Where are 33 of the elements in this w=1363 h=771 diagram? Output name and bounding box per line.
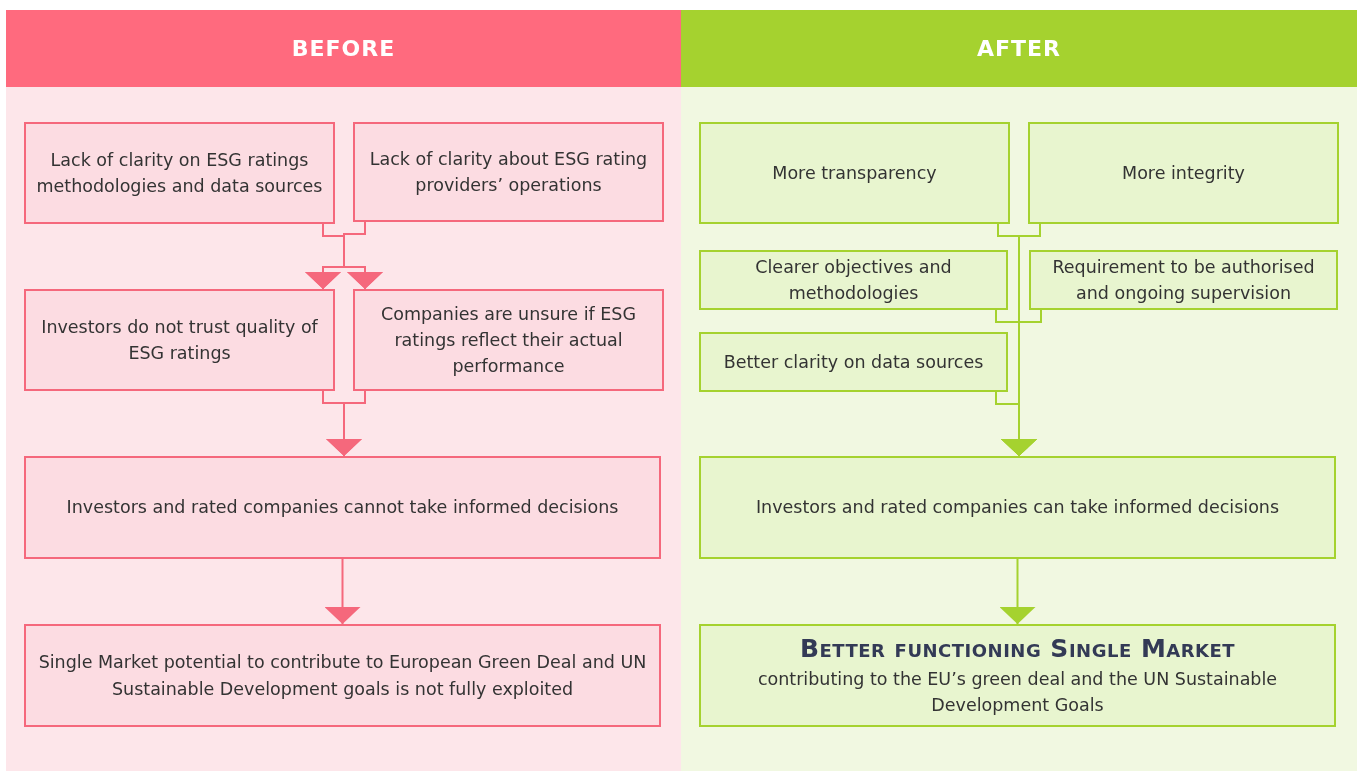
- statement-box: [24, 624, 661, 727]
- box-text: Clearer objectives and methodologies: [754, 255, 953, 305]
- column-panel: [681, 10, 1357, 771]
- box-text: Better clarity on data sources: [723, 350, 984, 374]
- statement-box: [1029, 250, 1338, 310]
- column-panel: [6, 10, 681, 771]
- box-text: Investors and rated companies can take informed decisions: [755, 496, 1280, 520]
- box-text: contributing to the EU’s green deal and the UN Sustainable Development Goals: [756, 667, 1279, 717]
- statement-box: [699, 122, 1010, 224]
- column-header: BEFORE: [6, 10, 681, 87]
- box-text: Companies are unsure if ESG ratings reflect their actual performance: [380, 302, 637, 379]
- statement-box: [699, 250, 1008, 310]
- statement-box: [353, 122, 664, 222]
- box-text: Investors do not trust quality of ESG ratings: [40, 315, 319, 365]
- arrow: [324, 558, 361, 625]
- box-text: Investors and rated companies cannot take informed decisions: [66, 496, 619, 520]
- statement-box: [699, 332, 1008, 392]
- column-header: AFTER: [681, 10, 1357, 87]
- box-text: Lack of clarity about ESG rating providers’ operations: [368, 147, 649, 197]
- heading: Better functioning Single Market: [799, 633, 1236, 665]
- arrow: [999, 558, 1036, 625]
- statement-box: [699, 624, 1336, 727]
- box-text: Single Market potential to contribute to European Green Deal and UN Sustainable Development goals is not fully exploited: [37, 651, 648, 701]
- box-text: More transparency: [772, 161, 937, 185]
- box-text: Lack of clarity on ESG ratings methodologies and data sources: [36, 148, 323, 198]
- statement-box: [1028, 122, 1339, 224]
- statement-box: [24, 289, 335, 391]
- box-text: Requirement to be authorised and ongoing supervision: [1051, 255, 1316, 305]
- statement-box: [699, 456, 1336, 559]
- statement-box: [24, 456, 661, 559]
- box-text: More integrity: [1122, 161, 1245, 185]
- statement-box: [353, 289, 664, 391]
- statement-box: [24, 122, 335, 224]
